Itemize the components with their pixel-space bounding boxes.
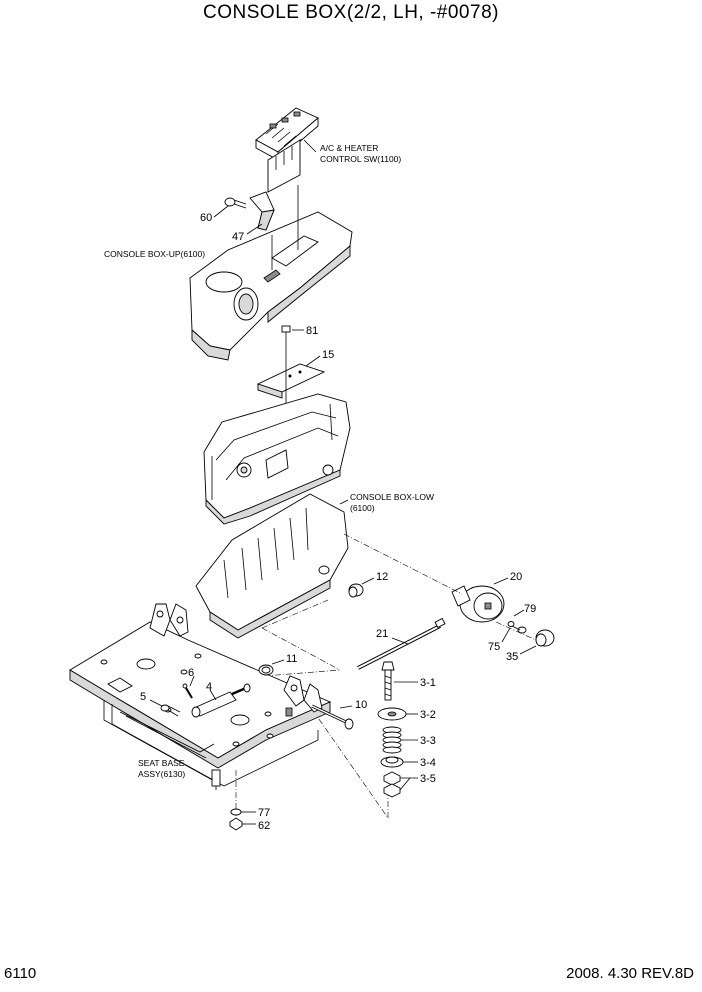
screw-81 — [281, 325, 291, 344]
callout-11: 11 — [286, 653, 297, 665]
callout-3-5: 3-5 — [420, 773, 436, 785]
bolt-60 — [224, 197, 247, 209]
callout-3-1: 3-1 — [420, 677, 436, 689]
callout-75: 75 — [488, 641, 500, 653]
callout-10: 10 — [355, 699, 367, 711]
bracket-15 — [256, 363, 326, 399]
callout-3-3: 3-3 — [420, 735, 436, 747]
callout-3-4: 3-4 — [420, 757, 436, 769]
callout-62: 62 — [258, 820, 270, 832]
seat-base-label-line1: SEAT BASE — [138, 758, 185, 768]
ac-heater-label-line2: CONTROL SW(1100) — [320, 154, 401, 164]
console-box-up — [189, 211, 353, 361]
callout-60: 60 — [200, 212, 212, 224]
callout-3-2: 3-2 — [420, 709, 436, 721]
console-box-low-label-line1: CONSOLE BOX-LOW — [350, 492, 434, 502]
seat-base-label-line2: ASSY(6130) — [138, 769, 185, 779]
rod-21 — [357, 617, 446, 670]
cap-35 — [535, 629, 555, 647]
nut-62 — [229, 817, 243, 831]
callout-77: 77 — [258, 807, 270, 819]
washer-77 — [230, 808, 242, 816]
console-box-up-label: CONSOLE BOX-UP(6100) — [104, 249, 205, 259]
ac-heater-label-line1: A/C & HEATER — [320, 143, 378, 153]
console-box-low — [195, 493, 349, 639]
callout-5: 5 — [140, 691, 146, 703]
page-title: CONSOLE BOX(2/2, LH, -#0078) — [203, 2, 499, 23]
bolt-10 — [311, 704, 354, 730]
console-box-low-label-line2: (6100) — [350, 503, 375, 513]
lever-47 — [249, 191, 275, 231]
callout-12: 12 — [376, 571, 388, 583]
knob-20 — [451, 585, 505, 623]
callout-35: 35 — [506, 651, 518, 663]
bolt-3-1 — [381, 661, 395, 701]
revision-date: 2008. 4.30 REV.8D — [566, 965, 694, 982]
cap-12 — [348, 583, 364, 598]
washer-3-4 — [380, 756, 404, 768]
seat-base-assy — [69, 603, 332, 790]
pin-6 — [182, 683, 193, 699]
callout-4: 4 — [206, 681, 212, 693]
gas-damper-4 — [191, 683, 251, 718]
callout-81: 81 — [306, 325, 318, 337]
console-frame — [203, 393, 351, 525]
callout-21: 21 — [376, 628, 388, 640]
callout-47: 47 — [232, 231, 244, 243]
callout-6: 6 — [188, 667, 194, 679]
callout-20: 20 — [510, 571, 522, 583]
bolt-5 — [160, 704, 181, 717]
washer-3-2 — [377, 707, 407, 721]
page-number: 6110 — [4, 965, 37, 982]
ac-heater-control-switch — [255, 107, 319, 193]
callout-79: 79 — [524, 603, 536, 615]
bolt-79 — [511, 625, 527, 634]
spring-3-3 — [382, 726, 402, 754]
ring-11 — [258, 664, 274, 676]
washer-75 — [507, 621, 515, 627]
callout-15: 15 — [322, 349, 334, 361]
nuts-3-5 — [383, 771, 401, 798]
